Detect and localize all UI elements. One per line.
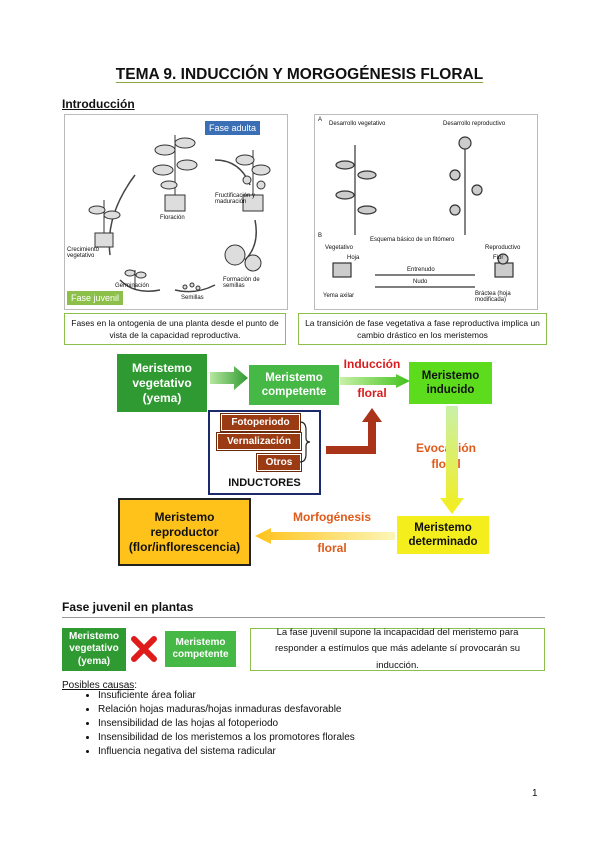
inductor-fotoperiodo: Fotoperiodo [220, 413, 301, 432]
label-b: B [318, 233, 323, 239]
causes-list: Insuficiente área foliar Relación hojas … [58, 690, 578, 760]
arrow-inductors-to-induction [326, 408, 382, 454]
vegetative-meristem-box: Meristemo vegetativo (yema) [117, 354, 207, 412]
ontogeny-figure: Fase adulta Fase juvenil Floración Fruct… [64, 114, 288, 310]
induction-label-2: floral [357, 386, 387, 400]
page-title: TEMA 9. INDUCCIÓN Y MORGOGÉNESIS FLORAL [115, 66, 484, 83]
label-a: A [318, 117, 323, 123]
cause-item: Influencia negativa del sistema radicula… [98, 746, 578, 757]
intro-heading: Introducción [62, 97, 135, 111]
cause-item: Relación hojas maduras/hojas inmaduras d… [98, 704, 578, 715]
label-nudo: Nudo [413, 279, 428, 285]
causes-colon: : [134, 680, 138, 691]
juvenile-veg-box: Meristemo vegetativo (yema) [62, 628, 126, 671]
inductors-panel [208, 410, 321, 495]
inductor-otros: Otros [256, 453, 302, 472]
competent-meristem-box: Meristemo competente [249, 365, 339, 405]
causes-heading: Posibles causas [62, 680, 135, 691]
morphogenesis-label: Morfogénesis [292, 510, 371, 524]
juvenile-phase-badge: Fase juvenil [67, 291, 124, 305]
arrow-induction [340, 374, 410, 388]
juvenile-divider [62, 617, 545, 618]
juvenile-text-box: La fase juvenil supone la incapacidad de… [250, 627, 545, 671]
induction-label: Inducción [343, 357, 401, 371]
reproductive-meristem-box: Meristemo reproductor (flor/inflorescenc… [118, 498, 251, 566]
label-yema: Yema axilar [323, 293, 355, 299]
juvenile-heading: Fase juvenil en plantas [62, 600, 194, 614]
inductor-vernalizacion: Vernalización [216, 432, 302, 451]
label-veg-dev: Desarrollo vegetativo [329, 121, 386, 127]
ontogeny-drawing [88, 135, 271, 293]
morphogenesis-label-2: floral [317, 541, 347, 555]
meristem-figure: A Desarrollo vegetativo Desarrollo repro… [314, 114, 538, 310]
causes-heading-row: Posibles causas: [62, 680, 137, 691]
arrow-veg-to-competent [210, 366, 248, 390]
left-figure-caption: Fases en la ontogenia de una planta desd… [64, 313, 286, 345]
cause-item: Insensibilidad de los meristemos a los p… [98, 732, 578, 743]
label-reproductivo: Reproductivo [485, 245, 521, 251]
label-hoja: Hoja [347, 255, 360, 261]
induced-meristem-box: Meristemo inducido [409, 362, 492, 404]
label-rep-dev: Desarrollo reproductivo [443, 121, 506, 127]
adult-phase-badge: Fase adulta [205, 121, 261, 135]
cause-item: Insuficiente área foliar [98, 690, 578, 701]
arrow-evocation [440, 406, 464, 514]
label-desarrollo: Crecimiento vegetativo [67, 247, 100, 259]
label-vegetativo: Vegetativo [325, 245, 354, 251]
cause-item: Insensibilidad de las hojas al fotoperio… [98, 718, 578, 729]
label-bractea: Bráctea (hoja modificada) [475, 291, 511, 303]
label-formacion: Formación de semillas [223, 277, 260, 289]
label-fructificacion: Fructificación y maduración [215, 193, 256, 205]
meristem-drawing [332, 136, 514, 288]
arrow-morphogenesis [255, 528, 395, 544]
label-semillas: Semillas [181, 295, 204, 301]
cross-icon [131, 636, 157, 662]
label-flor: Flor [493, 255, 504, 261]
label-entrenudo: Entrenudo [407, 267, 435, 273]
right-figure-caption: La transición de fase vegetativa a fase … [298, 313, 547, 345]
label-scheme: Esquema básico de un fitómero [370, 237, 455, 243]
inductors-brace [299, 421, 311, 463]
determined-meristem-box: Meristemo determinado [397, 516, 489, 554]
inductors-label: INDUCTORES [228, 477, 301, 489]
label-germinacion: Germinación [115, 283, 150, 289]
juvenile-competent-box: Meristemo competente [165, 631, 236, 667]
label-floracion: Floración [160, 215, 185, 221]
page-number: 1 [532, 788, 538, 799]
